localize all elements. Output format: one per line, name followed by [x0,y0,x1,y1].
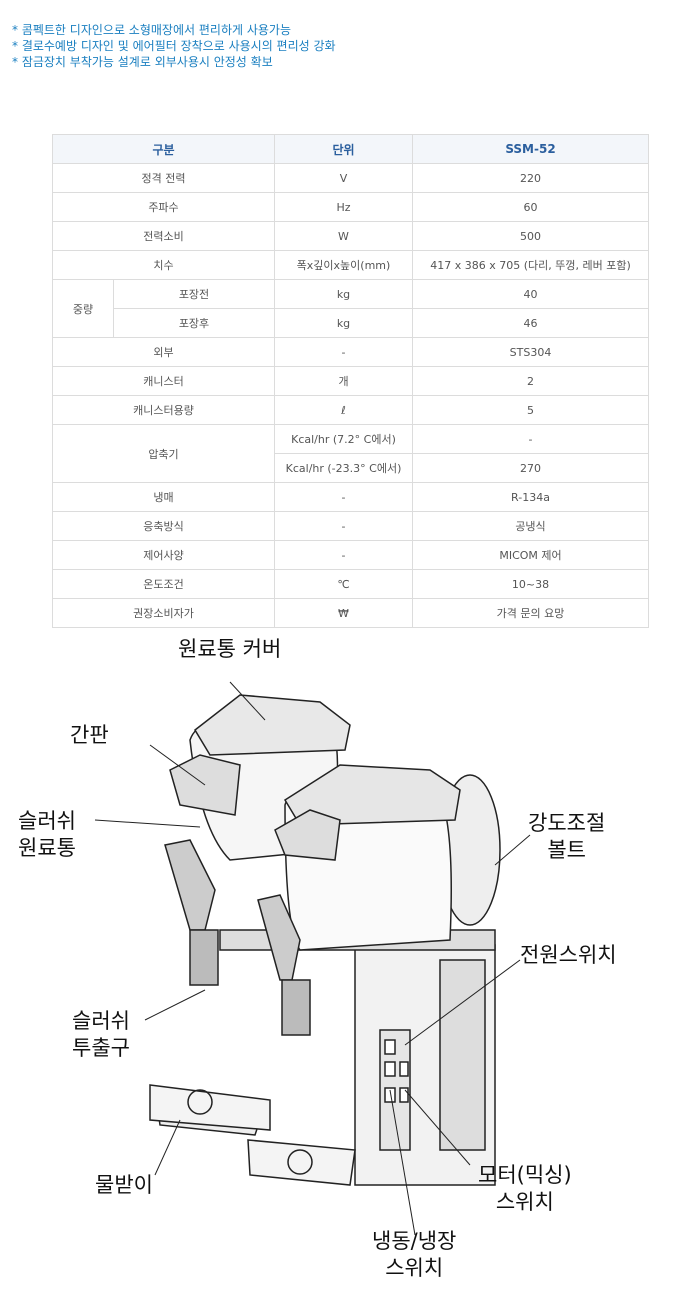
label-line: 원료통 [18,836,76,860]
row-unit: - [274,511,413,541]
row-label: 캐니스터 [52,366,275,396]
label-line: 강도조절 [528,811,606,835]
row-unit: W [274,221,413,251]
row-value: 2 [412,366,649,396]
table-row: Kcal/hr (-23.3° C에서)270 [53,453,649,483]
row-label: 주파수 [52,192,275,222]
feature-item: * 콤펙트한 디자인으로 소형매장에서 편리하게 사용가능 [12,23,291,37]
row-value: 417 x 386 x 705 (다리, 뚜껑, 레버 포함) [412,250,649,280]
row-unit: - [274,540,413,570]
label-line: 스위치 [385,1256,444,1280]
label-sign: 간판 [70,723,109,747]
row-label: 권장소비자가 [52,598,275,628]
row-unit: 개 [274,366,413,396]
row-value: 500 [412,221,649,251]
table-row: 응축방식-공냉식 [52,511,649,541]
header-category: 구분 [52,134,275,164]
row-label: 응축방식 [52,511,275,541]
row-value: 46 [412,308,649,338]
label-line: 모터(믹싱) [478,1163,572,1187]
label-line: 슬러쉬 [72,1009,130,1033]
row-value: 가격 문의 요망 [412,598,649,628]
row-unit: ℃ [274,569,413,599]
row-value: 220 [412,163,649,193]
table-row: 냉매-R-134a [52,482,649,512]
label-canister-cover: 원료통 커버 [178,637,282,661]
row-value: - [412,424,649,454]
row-label: 냉매 [52,482,275,512]
table-row: 제어사양-MICOM 제어 [52,540,649,570]
row-unit: Hz [274,192,413,222]
row-unit: Kcal/hr (-23.3° C에서) [274,453,413,483]
row-sublabel: 포장후 [113,308,275,338]
label-motor-switch: 모터(믹싱) 스위치 [478,1162,572,1216]
row-value: 270 [412,453,649,483]
row-sublabel: 포장전 [113,279,275,309]
label-line: 볼트 [547,838,586,862]
label-drip-tray: 물받이 [95,1173,153,1197]
label-line: 슬러쉬 [18,809,76,833]
row-unit: 폭x깊이x높이(mm) [274,250,413,280]
row-label: 중량 [52,279,114,338]
table-row: 권장소비자가₩가격 문의 요망 [52,598,649,628]
row-label: 전력소비 [52,221,275,251]
slush-machine-illustration [94,681,531,1236]
label-line: 투출구 [72,1036,130,1060]
row-unit: - [274,482,413,512]
row-unit: - [274,337,413,367]
row-unit: V [274,163,413,193]
row-value: STS304 [412,337,649,367]
row-value: 10~38 [412,569,649,599]
row-unit: kg [274,308,413,338]
row-label: 제어사양 [52,540,275,570]
table-row: 외부-STS304 [52,337,649,367]
row-label: 치수 [52,250,275,280]
header-model: SSM-52 [412,134,649,164]
row-value: 40 [412,279,649,309]
feature-list: * 콤펙트한 디자인으로 소형매장에서 편리하게 사용가능 * 결로수예방 디자… [12,22,336,70]
row-value: 5 [412,395,649,425]
row-unit: ℓ [274,395,413,425]
row-unit: kg [274,279,413,309]
label-line: 스위치 [495,1190,554,1214]
row-label: 온도조건 [52,569,275,599]
row-value: R-134a [412,482,649,512]
table-header: 구분 단위 SSM-52 [52,134,649,164]
row-value: MICOM 제어 [412,540,649,570]
row-label: 압축기 [52,424,275,483]
label-power-switch: 전원스위치 [520,943,617,967]
header-unit: 단위 [274,134,413,164]
feature-item: * 잠금장치 부착가능 설계로 외부사용시 안정성 확보 [12,55,273,69]
row-label: 외부 [52,337,275,367]
row-unit: ₩ [274,598,413,628]
label-line: 냉동/냉장 [372,1229,457,1253]
feature-item: * 결로수예방 디자인 및 에어필터 장착으로 사용시의 편리성 강화 [12,39,336,53]
row-value: 60 [412,192,649,222]
row-value: 공냉식 [412,511,649,541]
row-label: 정격 전력 [52,163,275,193]
row-unit: Kcal/hr (7.2° C에서) [274,424,413,454]
row-label: 캐니스터용량 [52,395,275,425]
